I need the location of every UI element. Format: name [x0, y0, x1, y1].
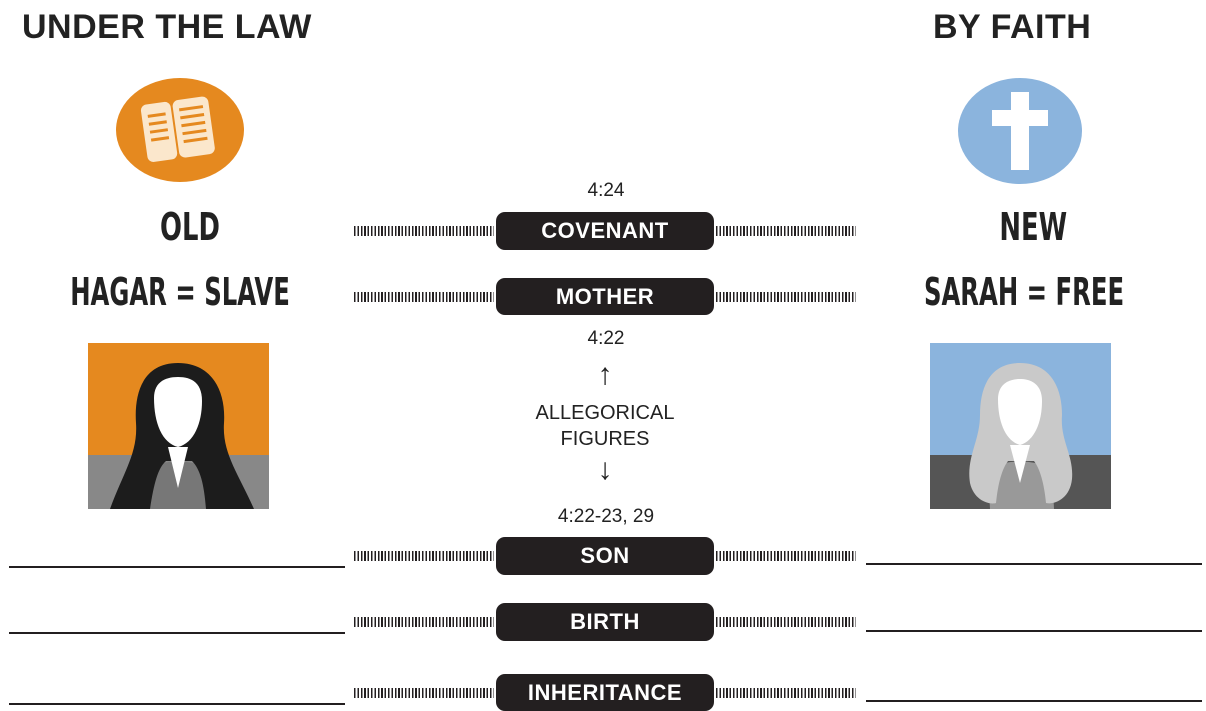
divider — [716, 292, 856, 302]
ref-covenant: 4:24 — [587, 180, 625, 201]
cross-icon — [958, 78, 1082, 184]
old-covenant-label: OLD — [160, 205, 220, 249]
right-heading: BY FAITH — [933, 8, 1092, 46]
inheritance-right-blank — [866, 700, 1202, 702]
arrow-down-icon: ↓ — [597, 453, 613, 486]
new-covenant-label: NEW — [999, 205, 1068, 249]
ref-mother: 4:22 — [587, 328, 625, 349]
divider — [354, 226, 494, 236]
divider — [354, 551, 494, 561]
divider — [716, 226, 856, 236]
left-heading: UNDER THE LAW — [22, 8, 312, 46]
divider — [716, 688, 856, 698]
inheritance-left-blank — [9, 703, 345, 705]
divider — [354, 617, 494, 627]
birth-left-blank — [9, 632, 345, 634]
covenant-label: COVENANT — [496, 212, 714, 250]
divider — [716, 551, 856, 561]
sarah-label: SARAH = FREE — [923, 270, 1125, 314]
mother-label: MOTHER — [496, 278, 714, 315]
son-right-blank — [866, 563, 1202, 565]
arrow-up-icon: ↑ — [597, 358, 613, 391]
allegorical-label: ALLEGORICAL — [535, 402, 675, 424]
divider — [354, 688, 494, 698]
figures-label: FIGURES — [560, 428, 650, 450]
son-label: SON — [496, 537, 714, 575]
inheritance-label: INHERITANCE — [496, 674, 714, 711]
hagar-label: HAGAR = SLAVE — [70, 270, 290, 314]
birth-label: BIRTH — [496, 603, 714, 641]
divider — [716, 617, 856, 627]
birth-right-blank — [866, 630, 1202, 632]
book-icon — [116, 78, 244, 182]
son-left-blank — [9, 566, 345, 568]
divider — [354, 292, 494, 302]
hagar-portrait — [88, 343, 269, 509]
ref-son: 4:22-23, 29 — [557, 506, 655, 527]
sarah-portrait — [930, 343, 1111, 509]
